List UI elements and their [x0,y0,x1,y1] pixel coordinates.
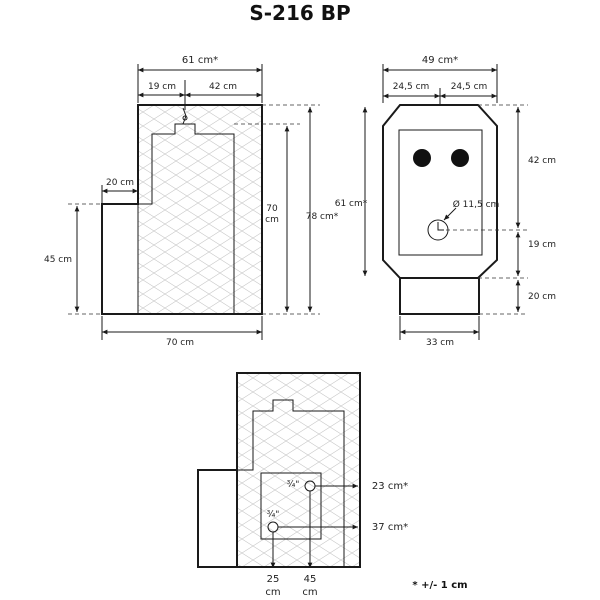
front-h-lower: 19 cm [528,240,556,250]
back-right-lower: 37 cm* [372,522,408,533]
front-view-hole-left [413,149,431,167]
back-bottom-right-unit: cm [302,587,317,598]
side-seg-right: 42 cm [209,82,237,92]
side-height-left: 45 cm [44,255,72,265]
side-height-inner: 70 [266,204,278,214]
page-title: S-216 BP [249,1,350,25]
back-view-chamber [236,399,345,568]
side-width-top: 61 cm* [182,55,218,66]
front-height-body: 61 cm* [335,199,368,209]
front-view-base [399,278,480,315]
back-bottom-left-unit: cm [265,587,280,598]
front-half-right: 24,5 cm [451,82,488,92]
front-h-base: 20 cm [528,292,556,302]
side-view-insulation [138,105,262,314]
front-width-top: 49 cm* [422,55,458,66]
side-height-inner-unit: cm [265,215,279,225]
fitting-bottom-label: ¾" [267,510,280,520]
front-base-width: 33 cm [426,338,454,348]
side-height-total: 78 cm* [306,212,339,222]
fitting-top-label: ¾" [287,480,300,490]
front-view-outline [382,104,498,279]
side-seg-left: 19 cm [148,82,176,92]
back-view: ¾" ¾" 23 cm* 37 cm* 25 cm 45 cm [197,372,408,598]
front-diameter: Ø 11,5 cm [453,199,500,210]
front-view: Ø 11,5 cm 49 cm* 24,5 cm 24,5 cm 61 cm* … [335,55,556,348]
side-width-bottom: 70 cm [166,338,194,348]
back-bottom-left: 25 [267,574,280,585]
back-view-insulation [237,373,360,567]
back-view-tank [260,472,322,540]
front-h-upper: 42 cm [528,156,556,166]
side-step: 20 cm [106,178,134,188]
tolerance-note: * +/- 1 cm [412,580,467,591]
front-view-hole-right [451,149,469,167]
front-view-door [398,129,483,256]
side-view: 61 cm* 19 cm 42 cm 20 cm 45 cm 70 cm 78 … [44,55,339,348]
back-bottom-right: 45 [304,574,317,585]
back-right-upper: 23 cm* [372,481,408,492]
front-half-left: 24,5 cm [393,82,430,92]
